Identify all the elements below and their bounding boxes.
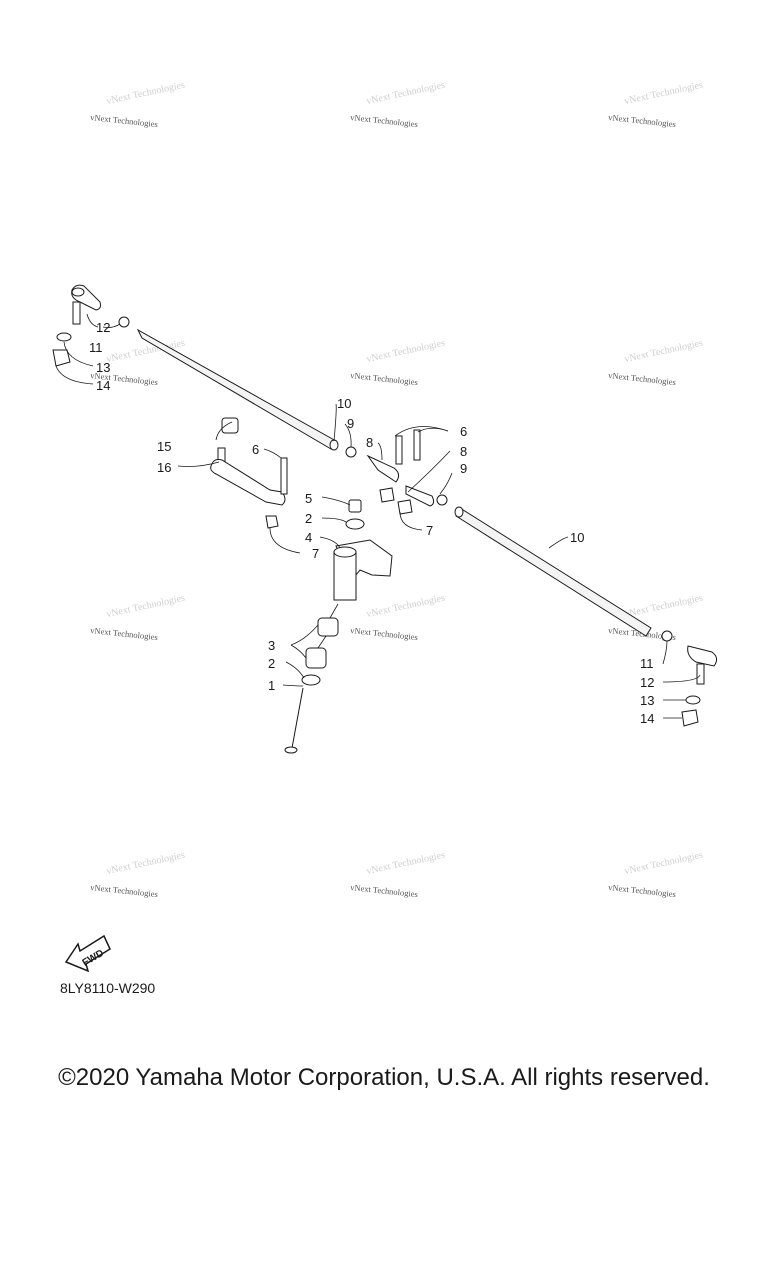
- nut-7-left: [265, 515, 279, 529]
- callout-10-left: 10: [337, 396, 351, 411]
- callout-13-left: 13: [96, 360, 110, 375]
- callout-9-right: 9: [460, 461, 467, 476]
- watermark-text: vNext Technologies: [350, 112, 419, 129]
- watermark: vNext Technologies vNext Technologies: [608, 338, 704, 387]
- watermark: vNext Technologies vNext Technologies: [90, 80, 186, 129]
- watermark-ghost: vNext Technologies: [623, 593, 704, 620]
- bolt-1: [291, 687, 304, 749]
- callout-3: 3: [268, 638, 275, 653]
- watermark-text: vNext Technologies: [90, 882, 159, 899]
- tie-rod-end-right: [661, 630, 718, 727]
- nut-7-mid-right: [397, 499, 413, 515]
- callout-6-right: 6: [460, 424, 467, 439]
- watermark: vNext Technologies vNext Technologies: [350, 80, 446, 129]
- nut-left: [52, 349, 71, 367]
- callout-7-left: 7: [312, 546, 319, 561]
- tie-rod-ends-center: [345, 429, 448, 515]
- callout-5: 5: [305, 491, 312, 506]
- watermark-text: vNext Technologies: [350, 370, 419, 387]
- dust-seal-9-right: [436, 494, 448, 506]
- copyright-notice: ©2020 Yamaha Motor Corporation, U.S.A. A…: [58, 1064, 710, 1091]
- callout-1: 1: [268, 678, 275, 693]
- watermark-text: vNext Technologies: [350, 625, 419, 642]
- washer-2-top: [345, 518, 365, 530]
- callout-11-left: 11: [89, 340, 103, 355]
- tie-rod-left-end: [329, 439, 339, 451]
- washer-2-bottom: [301, 674, 321, 686]
- bushing-3-bottom: [305, 647, 327, 669]
- callout-2-top: 2: [305, 511, 312, 526]
- fwd-arrow-icon: FWD: [64, 934, 111, 973]
- callout-8-right: 8: [460, 444, 467, 459]
- bushing-3-top: [317, 617, 339, 637]
- watermark: vNext Technologies vNext Technologies: [90, 593, 186, 642]
- callout-9-left: 9: [347, 416, 354, 431]
- watermark-text: vNext Technologies: [608, 882, 677, 899]
- tie-rod-right-end: [454, 506, 464, 518]
- washer-left: [56, 332, 72, 342]
- dust-seal-9-left: [345, 446, 357, 458]
- callout-11-right: 11: [640, 656, 654, 671]
- callout-2-bottom: 2: [268, 656, 275, 671]
- bolt-6-center: [280, 457, 288, 495]
- bolt-6-mid-left: [395, 435, 403, 465]
- callout-14-left: 14: [96, 378, 110, 393]
- watermark-text: vNext Technologies: [608, 112, 677, 129]
- callout-4: 4: [305, 530, 312, 545]
- watermark-ghost: vNext Technologies: [105, 850, 186, 877]
- watermark-ghost: vNext Technologies: [623, 80, 704, 107]
- bolt-6-mid-right: [413, 429, 421, 461]
- washer-right: [685, 695, 701, 705]
- callout-6-center: 6: [252, 442, 259, 457]
- watermark-ghost: vNext Technologies: [623, 850, 704, 877]
- callouts: 12 11 13 14 10 9 8 6 15 16 6 5 2 4 7 7 8…: [89, 320, 654, 726]
- callout-14-right: 14: [640, 711, 654, 726]
- nut-right: [681, 709, 699, 727]
- callout-12-right: 12: [640, 675, 654, 690]
- callout-15: 15: [157, 439, 171, 454]
- steering-arm: [284, 499, 393, 754]
- nut-15: [221, 417, 239, 434]
- callout-12-left: 12: [96, 320, 110, 335]
- callout-10-right: 10: [570, 530, 584, 545]
- callout-7-right: 7: [426, 523, 433, 538]
- dust-seal-left: [118, 316, 130, 328]
- watermark: vNext Technologies vNext Technologies: [90, 850, 186, 899]
- shaft-line: [329, 603, 339, 619]
- callout-16: 16: [157, 460, 171, 475]
- watermark: vNext Technologies vNext Technologies: [350, 850, 446, 899]
- nut-5: [348, 499, 362, 513]
- callout-8-left: 8: [366, 435, 373, 450]
- watermark: vNext Technologies vNext Technologies: [608, 80, 704, 129]
- diagram-code: 8LY8110-W290: [60, 980, 156, 996]
- callout-13-right: 13: [640, 693, 654, 708]
- watermark-ghost: vNext Technologies: [105, 80, 186, 107]
- dust-seal-right: [661, 630, 673, 642]
- nut-7-mid-left: [379, 487, 395, 503]
- watermark-ghost: vNext Technologies: [365, 593, 446, 620]
- watermark-ghost: vNext Technologies: [365, 80, 446, 107]
- watermark-text: vNext Technologies: [90, 625, 159, 642]
- watermark-text: vNext Technologies: [608, 370, 677, 387]
- drag-link: [210, 417, 288, 529]
- watermark-text: vNext Technologies: [350, 882, 419, 899]
- tie-rod-right: [455, 507, 652, 637]
- watermarks: vNext Technologies vNext Technologies vN…: [90, 80, 704, 899]
- watermark: vNext Technologies vNext Technologies: [350, 593, 446, 642]
- watermark-text: vNext Technologies: [90, 112, 159, 129]
- watermark: vNext Technologies vNext Technologies: [608, 850, 704, 899]
- watermark-ghost: vNext Technologies: [365, 850, 446, 877]
- tie-rod-end-left: [52, 284, 130, 367]
- watermark: vNext Technologies vNext Technologies: [350, 338, 446, 387]
- watermark-ghost: vNext Technologies: [623, 338, 704, 365]
- watermark-ghost: vNext Technologies: [365, 338, 446, 365]
- leader-lines: [55, 313, 701, 719]
- watermark-ghost: vNext Technologies: [105, 593, 186, 620]
